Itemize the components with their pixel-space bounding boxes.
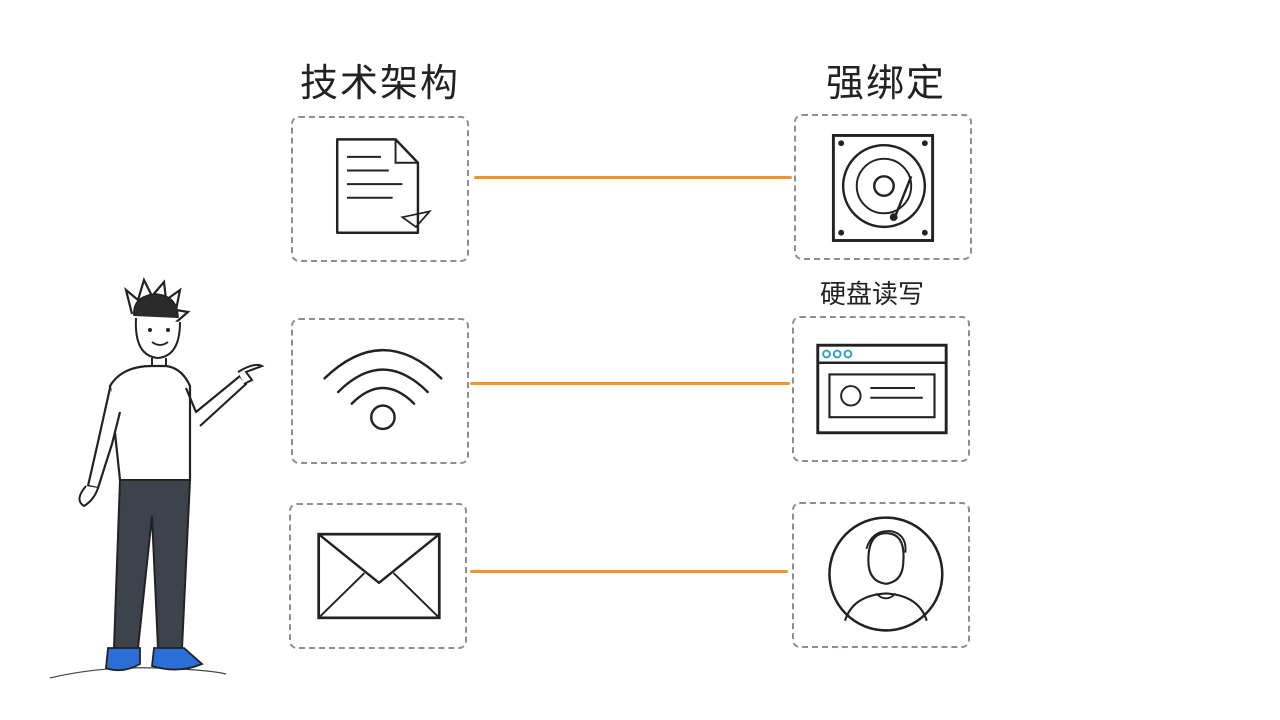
mail-icon [317, 532, 441, 620]
connector-wifi-browser [470, 382, 790, 385]
person-pointing-illustration [49, 277, 265, 679]
card-user-avatar [792, 502, 970, 648]
connector-mail-user [470, 570, 788, 573]
connector-document-disk [474, 176, 792, 179]
disk-caption: 硬盘读写 [820, 280, 925, 310]
right-column-title: 强绑定 [826, 61, 947, 105]
hard-disk-icon [831, 133, 935, 242]
user-avatar-icon [828, 516, 944, 632]
card-wifi [291, 318, 469, 464]
document-icon [335, 138, 432, 234]
card-hard-disk [794, 114, 972, 260]
left-column-title: 技术架构 [300, 61, 461, 105]
card-mail [289, 503, 467, 649]
wifi-icon [323, 349, 443, 431]
card-browser-window [792, 316, 970, 462]
browser-window-icon [816, 343, 948, 435]
card-document [291, 116, 469, 262]
